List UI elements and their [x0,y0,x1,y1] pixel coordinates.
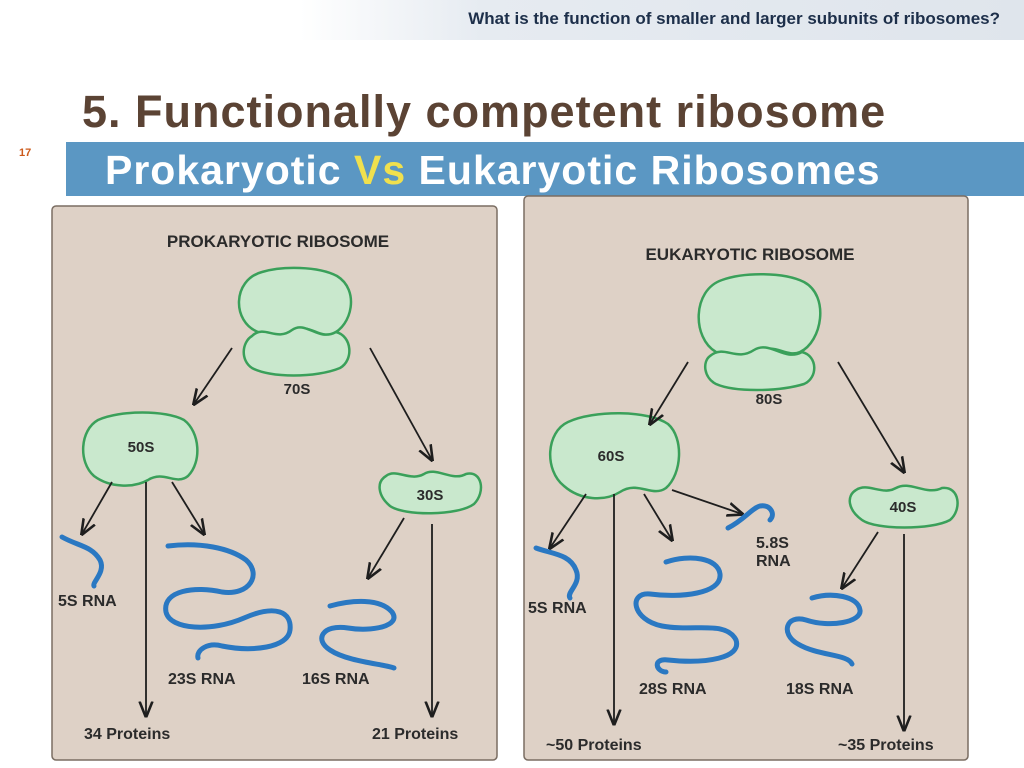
eukaryotic-60s-subunit [549,412,681,500]
prokaryotic-23s-rna-label: 23S RNA [168,671,236,688]
eukaryotic-58s-rna-label-line1: 5.8S [756,535,789,552]
prokaryotic-70s-label: 70S [284,381,311,398]
eukaryotic-28s-rna-label: 28S RNA [639,681,707,698]
eukaryotic-5s-rna-label: 5S RNA [528,600,587,617]
eukaryotic-rna-strands [533,503,863,675]
rna-23s-strand [163,542,293,661]
rna-5s-strand [59,534,104,589]
eukaryotic-18s-rna-label: 18S RNA [786,681,854,698]
slide-number: 17 [19,147,32,159]
eukaryotic-heading: EUKARYOTIC RIBOSOME [645,245,854,264]
slide-number-box [0,142,60,186]
rna-5s-strand [533,545,580,601]
prokaryotic-rna-strands [59,534,397,671]
prokaryotic-heading: PROKARYOTIC RIBOSOME [167,232,389,251]
eukaryotic-40s-subunit [848,484,959,529]
eukaryotic-58s-rna-label-line2: RNA [756,553,791,570]
rna-16s-strand [319,598,397,671]
prokaryotic-5s-rna-label: 5S RNA [58,593,117,610]
prokaryotic-70s-ribosome [237,266,353,377]
rna-28s-strand [633,555,740,675]
eukaryotic-small-proteins-label: ~35 Proteins [838,737,934,754]
header-bar: What is the function of smaller and larg… [300,0,1024,40]
question-text: What is the function of smaller and larg… [468,9,1000,28]
prokaryotic-30s-subunit [378,470,483,515]
slide-subtitle: Prokaryotic Vs Eukaryotic Ribosomes [105,147,881,194]
prokaryotic-panel [51,205,498,761]
subtitle-vs: Vs [354,147,407,193]
rna-18s-strand [784,592,863,667]
subtitle-prokaryotic: Prokaryotic [105,147,354,193]
eukaryotic-arrows [550,361,904,730]
prokaryotic-50s-subunit [81,411,199,487]
subtitle-bar [66,142,1024,196]
prokaryotic-small-proteins-label: 21 Proteins [372,726,458,743]
prokaryotic-large-proteins-label: 34 Proteins [84,726,170,743]
prokaryotic-arrows [82,347,432,716]
eukaryotic-80s-label: 80S [756,391,783,408]
slide-title: 5. Functionally competent ribosome [82,86,887,137]
prokaryotic-16s-rna-label: 16S RNA [302,671,370,688]
subtitle-eukaryotic: Eukaryotic Ribosomes [406,147,881,193]
prokaryotic-30s-label: 30S [417,487,444,504]
eukaryotic-60s-label: 60S [598,448,625,465]
eukaryotic-80s-ribosome [697,273,822,392]
eukaryotic-40s-label: 40S [890,499,917,516]
rna-58s-strand [725,503,775,531]
eukaryotic-large-proteins-label: ~50 Proteins [546,737,642,754]
prokaryotic-50s-label: 50S [128,439,155,456]
